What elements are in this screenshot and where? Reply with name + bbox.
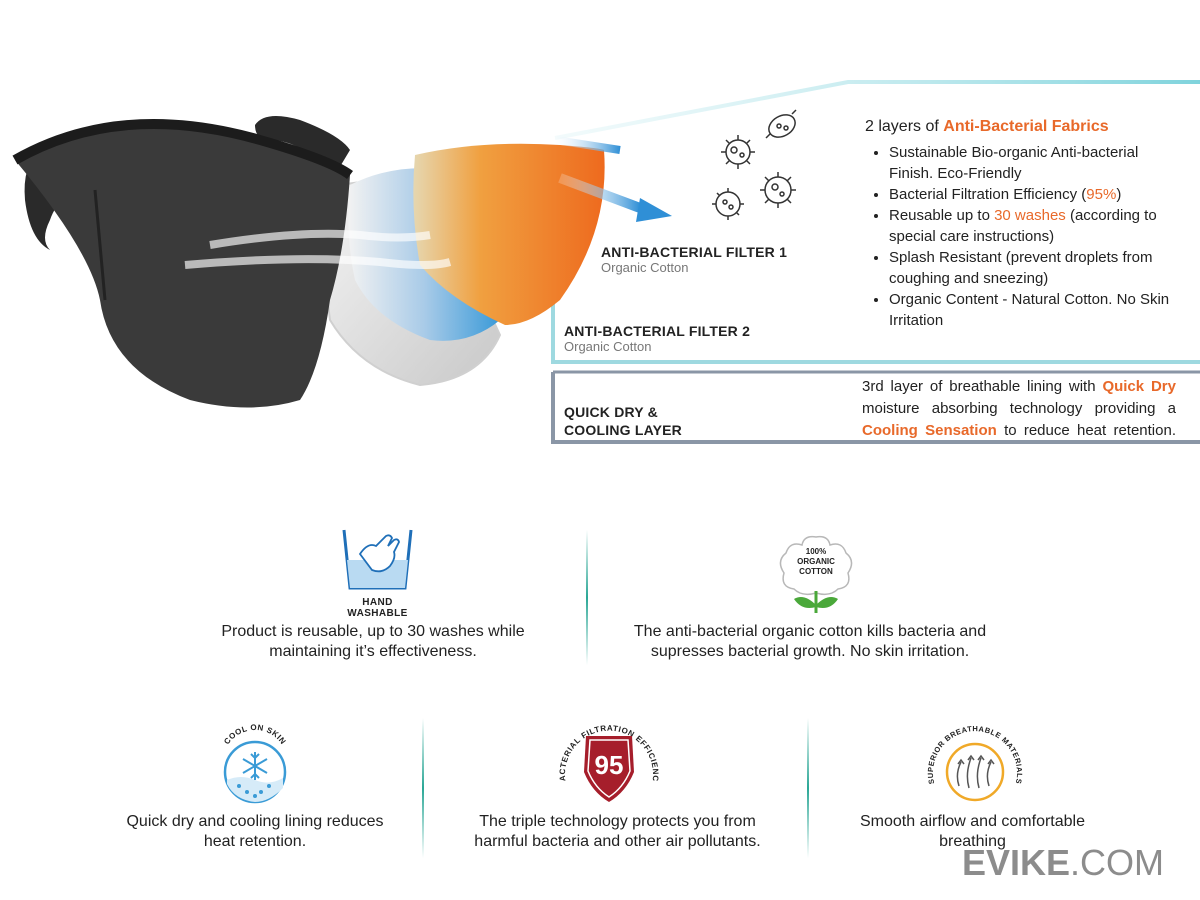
snowflake-icon: COOL ON SKIN bbox=[222, 723, 287, 804]
divider bbox=[586, 530, 588, 665]
bfe-value: 95 bbox=[594, 750, 624, 780]
filter1-label: ANTI-BACTERIAL FILTER 1 Organic Cotton bbox=[601, 244, 787, 275]
divider bbox=[422, 718, 424, 858]
filter2-label: ANTI-BACTERIAL FILTER 2 Organic Cotton bbox=[564, 323, 750, 354]
quick-dry-line3: Cooling Sensation to reduce heat retenti… bbox=[862, 422, 1176, 439]
quick-dry-line1: 3rd layer of breathable lining with Quic… bbox=[862, 378, 1176, 395]
mask-layers-illustration bbox=[12, 80, 1200, 444]
quick-dry-box-outline bbox=[551, 370, 1200, 444]
bullet-item: Sustainable Bio-organic Anti-bacterial F… bbox=[889, 142, 1185, 184]
cool-on-skin-badge: COOL ON SKIN bbox=[205, 718, 305, 808]
quick-dry-title-line2: COOLING LAYER bbox=[564, 422, 682, 438]
organic-cotton-description: The anti-bacterial organic cotton kills … bbox=[633, 623, 987, 660]
filter2-subtitle: Organic Cotton bbox=[564, 339, 652, 354]
breathable-description: Smooth airflow and comfortable breathing bbox=[860, 813, 1085, 850]
bullet-item: Bacterial Filtration Efficiency (95%) bbox=[889, 184, 1185, 205]
hand-washable-line1: HAND bbox=[362, 597, 393, 608]
hand-washable-description: Product is reusable, up to 30 washes whi… bbox=[221, 623, 525, 660]
filter1-shape bbox=[413, 143, 605, 325]
anti-bacterial-info: 2 layers of Anti-Bacterial Fabrics Susta… bbox=[865, 118, 1185, 331]
cotton-flower-icon bbox=[779, 535, 853, 613]
breathable-arrows-icon: SUPERIOR BREATHABLE MATERIALS bbox=[926, 724, 1024, 802]
shield-icon: BACTERIAL FILTRATION EFFICIENCY bbox=[551, 707, 659, 802]
heading-prefix: 2 layers of bbox=[865, 118, 939, 135]
bacteria-icons bbox=[712, 109, 797, 220]
bullet-item: Splash Resistant (prevent droplets from … bbox=[889, 247, 1185, 289]
feature-bullet-list: Sustainable Bio-organic Anti-bacterial F… bbox=[865, 142, 1185, 331]
quick-dry-line2: moisture absorbing technology providing … bbox=[862, 400, 1176, 417]
hand-wash-icon bbox=[342, 529, 413, 590]
quick-dry-label: QUICK DRY & COOLING LAYER bbox=[564, 403, 682, 439]
filter2-title: ANTI-BACTERIAL FILTER 2 bbox=[564, 323, 751, 339]
quick-dry-title-line1: QUICK DRY & bbox=[564, 404, 658, 420]
filter1-subtitle: Organic Cotton bbox=[601, 260, 689, 275]
cool-on-skin-description: Quick dry and cooling lining reduces hea… bbox=[126, 813, 384, 850]
airflow-arrows bbox=[184, 229, 452, 269]
quick-dry-info: 3rd layer of breathable lining with Quic… bbox=[862, 376, 1176, 442]
organic-cotton-badge-text: 100% ORGANIC COTTON bbox=[797, 547, 835, 576]
divider bbox=[807, 718, 809, 858]
blocked-bacteria-arrows bbox=[554, 136, 672, 222]
bullet-item: Reusable up to 30 washes (according to s… bbox=[889, 205, 1185, 247]
brand-logo: EVIKE.COM bbox=[962, 842, 1165, 883]
hand-washable-badge: HAND WASHABLE bbox=[330, 528, 425, 619]
heading-highlight: Anti-Bacterial Fabrics bbox=[943, 118, 1109, 135]
mask-shape bbox=[12, 116, 353, 408]
anti-bacterial-heading: 2 layers of Anti-Bacterial Fabrics bbox=[865, 118, 1185, 136]
bfe-badge: BACTERIAL FILTRATION EFFICIENCY 95 bbox=[551, 707, 664, 809]
hand-washable-line2: WASHABLE bbox=[347, 608, 408, 619]
filter1-title: ANTI-BACTERIAL FILTER 1 bbox=[601, 244, 788, 260]
bfe-description: The triple technology protects you from … bbox=[474, 813, 761, 850]
bullet-item: Organic Content - Natural Cotton. No Ski… bbox=[889, 289, 1185, 331]
breathable-badge: SUPERIOR BREATHABLE MATERIALS bbox=[925, 714, 1025, 809]
organic-cotton-badge: 100% ORGANIC COTTON bbox=[778, 533, 854, 615]
